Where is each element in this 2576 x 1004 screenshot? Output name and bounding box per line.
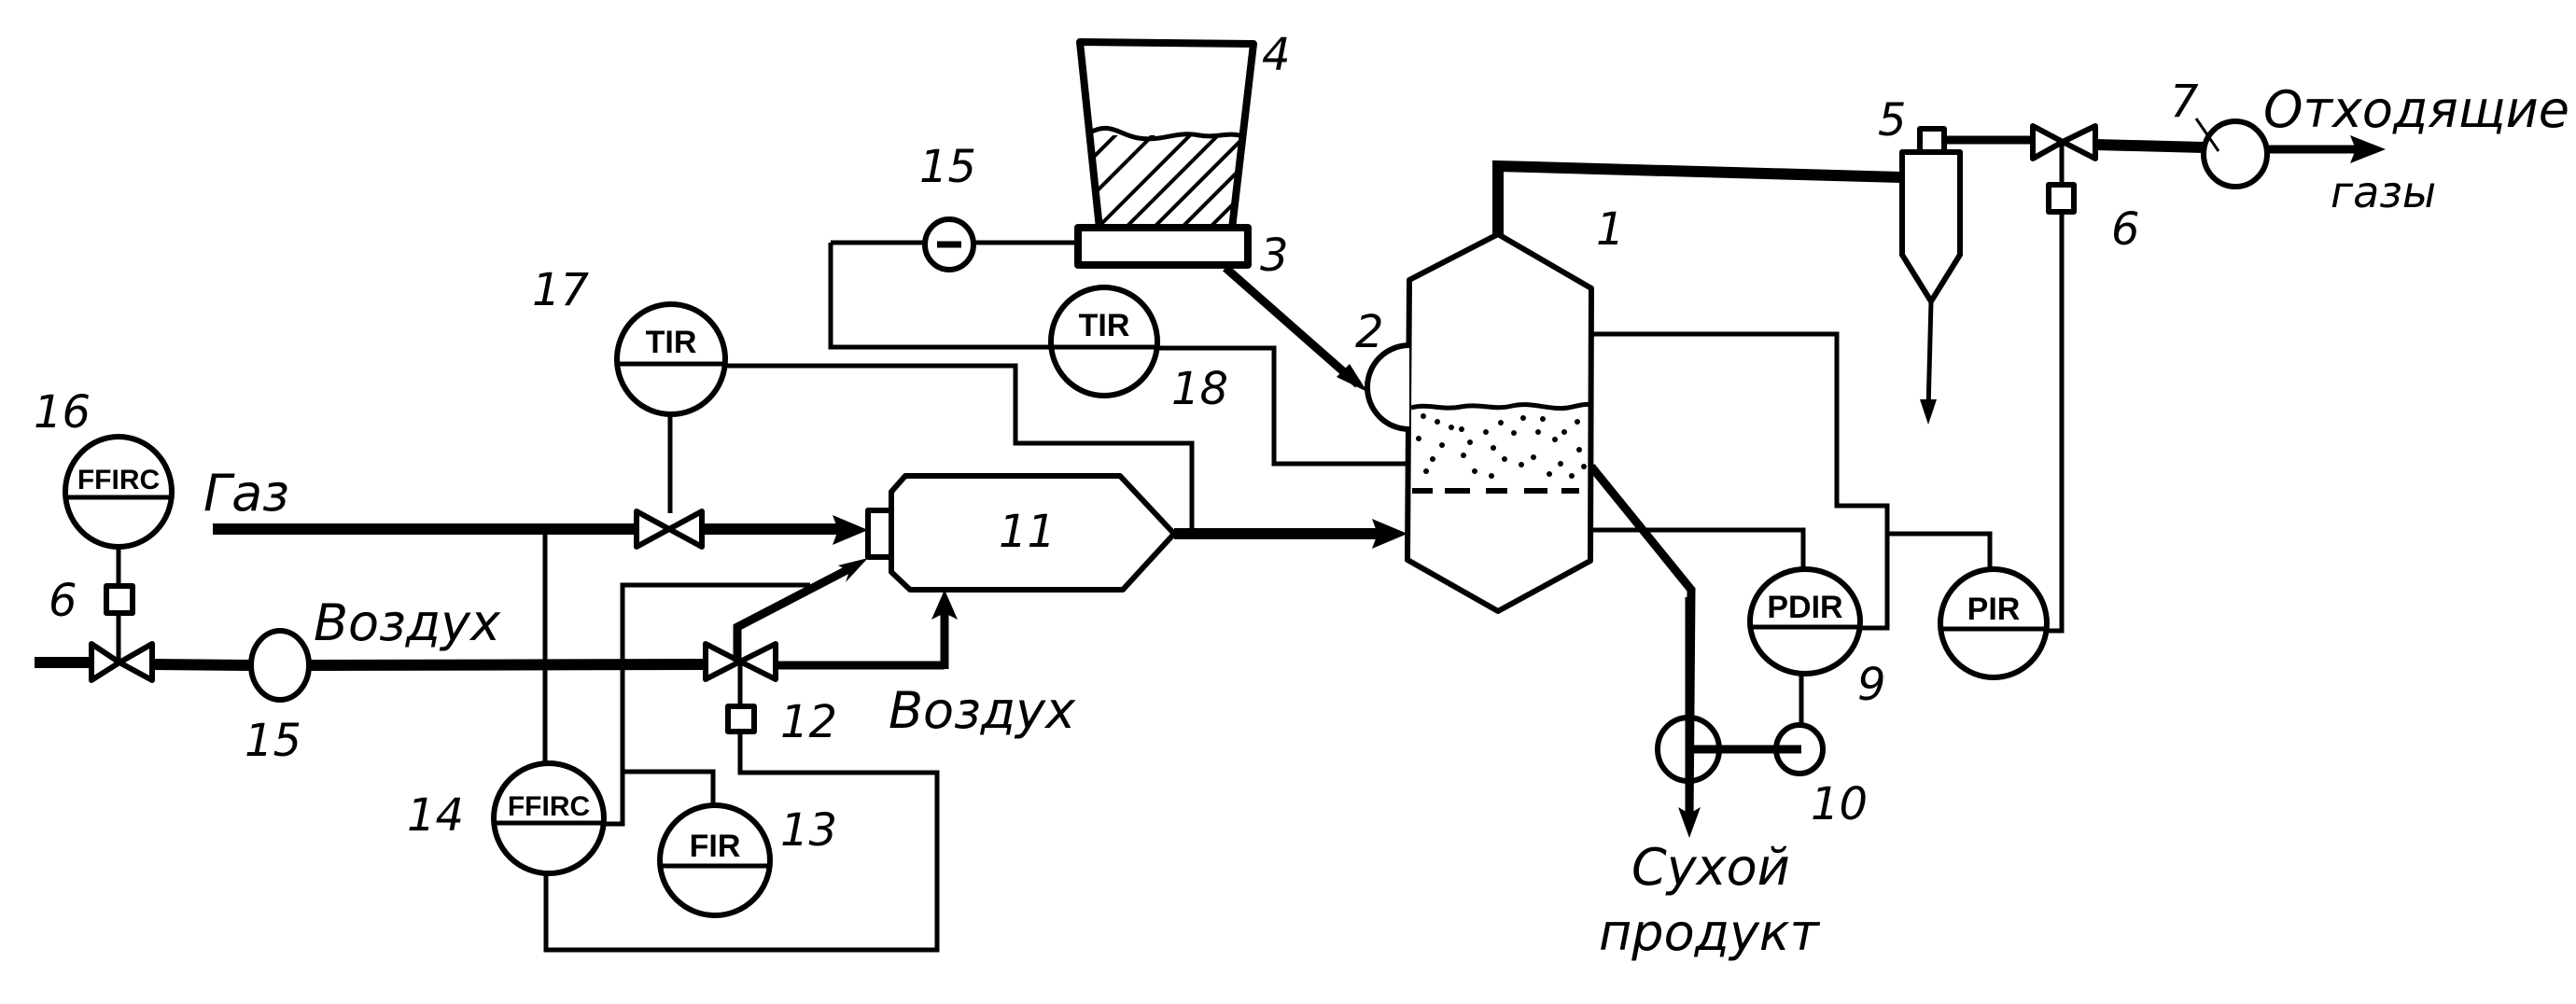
instrument-pdir-9[interactable]: PDIR [1747, 566, 1863, 676]
label-1: 1 [1596, 203, 1625, 256]
equipment-labels: 1 2 3 4 5 6 6 7 9 10 11 12 13 14 15 15 1… [34, 29, 2199, 857]
air-label: Воздух [314, 593, 501, 652]
label-2: 2 [1355, 306, 1384, 358]
label-15-blower: 15 [245, 715, 301, 767]
label-12: 12 [780, 696, 837, 748]
gas-valve-17 [634, 509, 705, 550]
valve-actuator-6-air [104, 583, 135, 616]
label-5: 5 [1878, 94, 1907, 146]
dry-product-label-line1: Сухой [1631, 838, 1790, 897]
stream-labels: Газ Воздух Воздух Отходящие газы Сухой п… [203, 80, 2569, 962]
hopper-4 [1076, 38, 1257, 232]
hopper-material-surface [1088, 125, 1240, 142]
dry-product-label-line2: продукт [1599, 903, 1821, 962]
instrument-code: PIR [1967, 592, 2021, 627]
instrument-tir-18[interactable]: TIR [1048, 285, 1160, 398]
instrument-code: TIR [1079, 308, 1130, 343]
instrument-ffirc-14[interactable]: FFIRC [491, 760, 607, 876]
air-blower-15 [248, 628, 312, 703]
label-11: 11 [999, 506, 1056, 558]
label-3: 3 [1260, 230, 1289, 282]
label-10: 10 [1811, 778, 1868, 830]
valve-actuator-6 [2046, 182, 2077, 215]
instrument-fir-13[interactable]: FIR [657, 802, 773, 918]
air-valve-6 [89, 547, 155, 683]
gas-arrow [833, 515, 868, 545]
feed-chute [1223, 264, 1367, 392]
feeder-2 [1365, 342, 1410, 432]
instrument-code: PDIR [1767, 590, 1842, 625]
label-15-motor: 15 [919, 141, 976, 193]
bed-particles [1416, 413, 1587, 479]
hopper-hatching [1090, 135, 1239, 229]
instrument-ffirc-16[interactable]: FFIRC [63, 434, 175, 550]
label-18: 18 [1171, 363, 1228, 415]
exhaust-gas-label-line1: Отходящие [2263, 80, 2569, 139]
feeder-motor-15 [831, 216, 1078, 272]
dryer-outlet-duct [1492, 160, 1903, 234]
signal-lines [542, 212, 2065, 953]
secondary-air-label: Воздух [889, 681, 1076, 740]
label-14: 14 [407, 789, 464, 842]
instrument-code: FFIRC [77, 465, 160, 495]
label-13: 13 [780, 804, 837, 857]
instrument-code: FIR [690, 829, 741, 864]
dryer-1 [1405, 231, 1594, 614]
cyclone-5 [1899, 126, 1963, 425]
bed-surface [1410, 401, 1591, 411]
valve-actuator-12 [725, 704, 757, 734]
label-6-air: 6 [49, 575, 77, 627]
air-valve-12 [703, 641, 778, 682]
label-16: 16 [34, 386, 91, 439]
label-7: 7 [2170, 76, 2199, 128]
burner-nozzle [865, 508, 894, 560]
label-4: 4 [1262, 29, 1291, 81]
instrument-tir-17[interactable]: TIR [614, 301, 728, 417]
instrument-code: FFIRC [508, 791, 590, 822]
exhaust-gas-label-line2: газы [2331, 167, 2436, 217]
label-17: 17 [532, 264, 590, 316]
instrument-code: TIR [646, 325, 697, 360]
primary-air-duct [733, 563, 857, 662]
belt-feeder-3 [1074, 224, 1252, 269]
product-discharge [1588, 464, 1826, 838]
exhaust-fan-7 [2194, 118, 2270, 189]
furnace-11 [865, 473, 1177, 593]
secondary-air-arrow [931, 590, 958, 620]
exhaust-arrow [2267, 135, 2386, 163]
gate-actuator-10 [1773, 722, 1826, 776]
control-valve-6-exhaust [2030, 123, 2098, 215]
instrument-pir[interactable]: PIR [1938, 566, 2050, 680]
gas-label: Газ [203, 464, 289, 523]
label-6-exhaust: 6 [2111, 203, 2140, 256]
label-9: 9 [1857, 659, 1886, 711]
